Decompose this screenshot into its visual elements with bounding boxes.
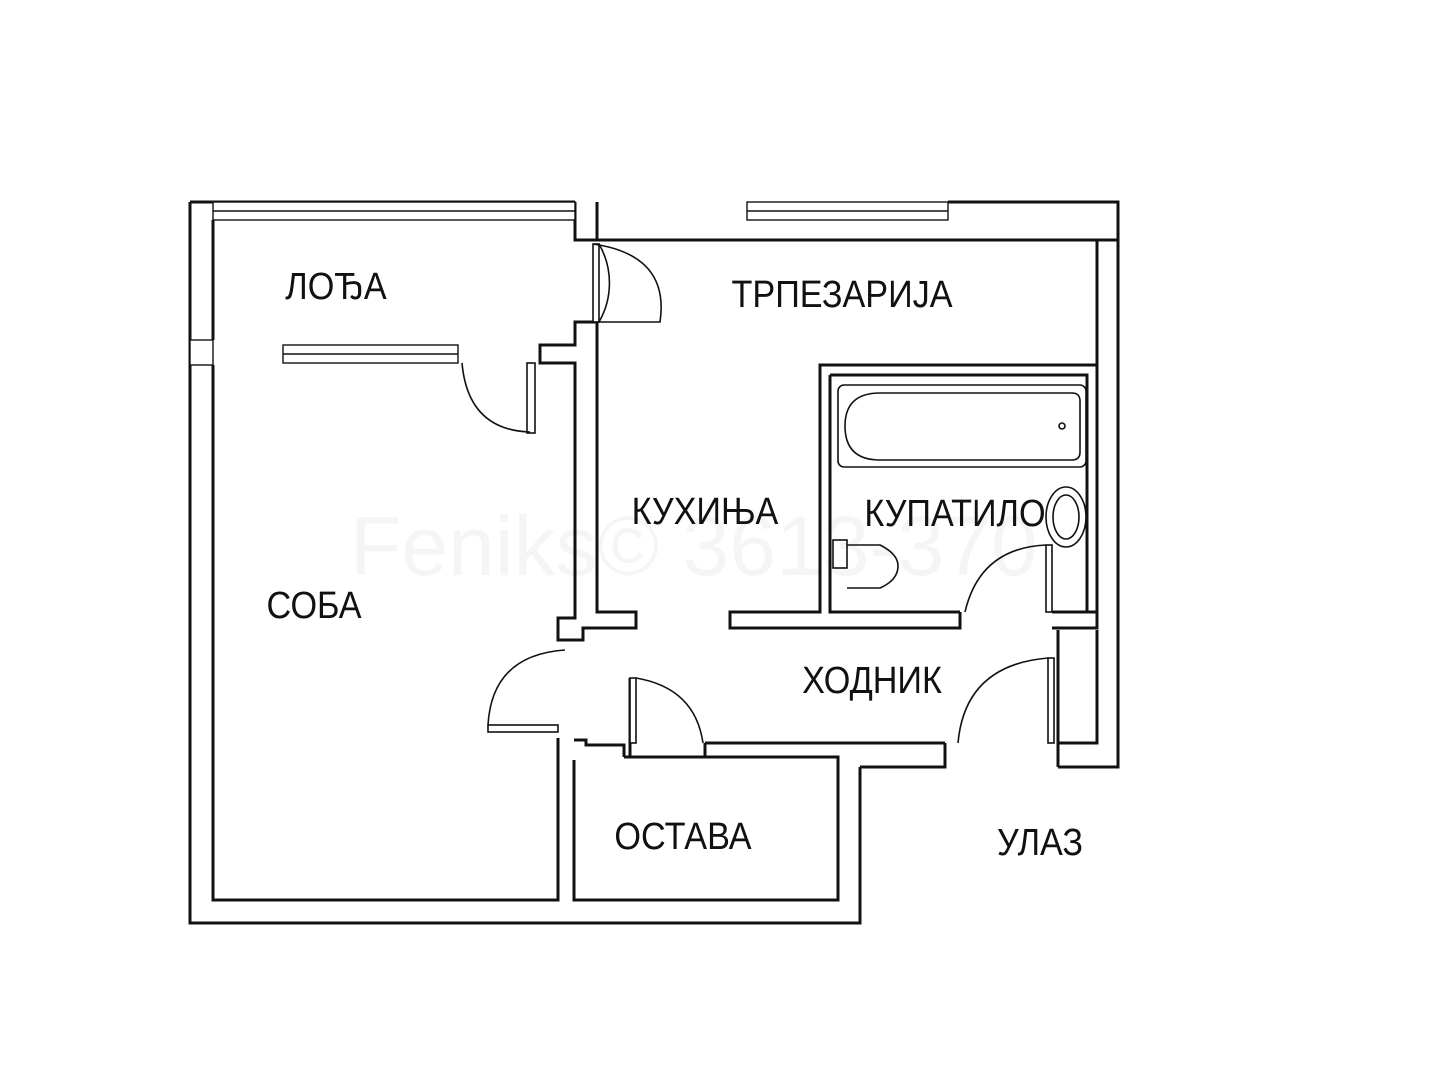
outer-walls (188, 200, 1120, 925)
bathroom-fixtures (832, 384, 1087, 589)
door-room-bottom (487, 649, 566, 733)
doors (461, 243, 1055, 744)
door-entrance (957, 657, 1055, 744)
window-side (189, 339, 214, 366)
bathtub-icon (837, 384, 1087, 468)
label-bathroom: КУПАТИЛО (864, 491, 1045, 534)
door-room-top (461, 362, 536, 434)
door-storage (629, 677, 704, 744)
sink-icon (1045, 486, 1087, 548)
toilet-icon (832, 539, 899, 589)
door-loggia (592, 243, 662, 323)
label-hallway: ХОДНИК (802, 658, 942, 701)
label-loggia: ЛОЂА (285, 264, 387, 307)
label-room: СОБА (267, 583, 363, 626)
label-kitchen: КУХИЊА (632, 489, 780, 532)
windows (189, 201, 949, 366)
label-storage: ОСТАВА (614, 814, 752, 857)
room-labels: ЛОЂА ТРПЕЗАРИЈА КУХИЊА КУПАТИЛО СОБА ХОД… (267, 264, 1084, 863)
interior-walls (538, 202, 1089, 759)
door-bathroom (964, 544, 1053, 613)
label-entrance: УЛАЗ (997, 820, 1083, 863)
label-dining: ТРПЕЗАРИЈА (732, 272, 954, 315)
